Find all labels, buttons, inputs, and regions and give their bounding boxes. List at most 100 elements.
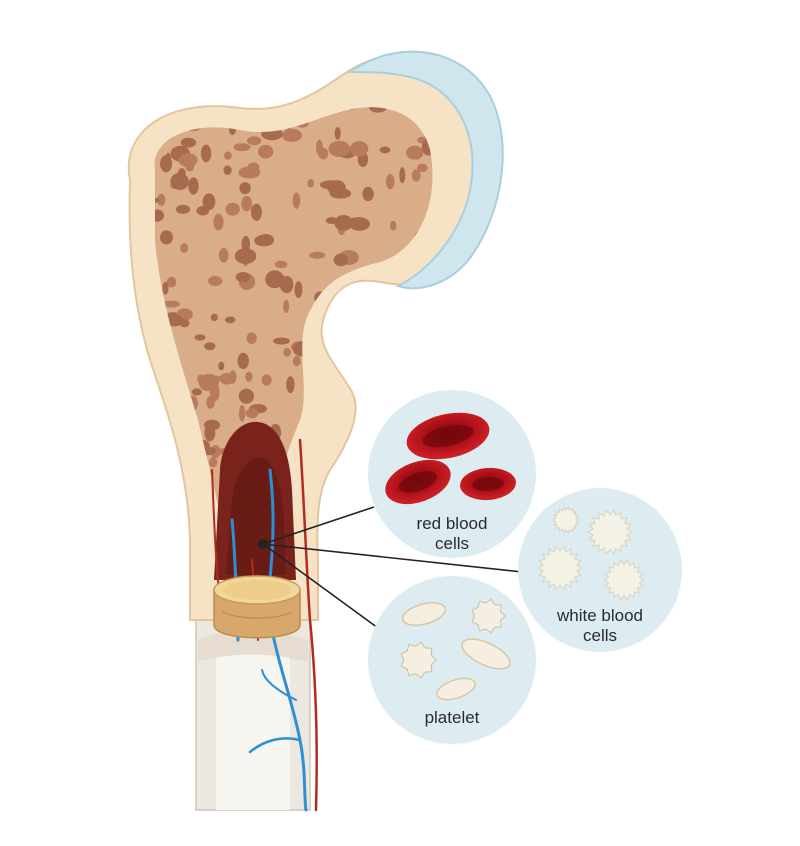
bone-pore	[157, 193, 166, 206]
platelet-cell	[436, 677, 476, 701]
bone-pore	[403, 338, 426, 353]
cell-shape	[603, 559, 645, 601]
bone-cross-section	[213, 575, 301, 639]
bone-pore	[362, 186, 374, 202]
bone-pore	[399, 167, 406, 184]
bone-pore	[367, 285, 385, 301]
bone-pore	[161, 300, 181, 308]
bone-pore	[389, 308, 409, 322]
red-blood-cell-icons	[385, 412, 516, 505]
bone-pore	[250, 203, 262, 221]
platelet-label-text: platelet	[424, 708, 480, 727]
bone-pore	[224, 316, 236, 324]
bone-pore	[209, 457, 218, 468]
bone-pore	[344, 527, 361, 538]
bone-pore	[154, 209, 165, 222]
bone-pore	[210, 313, 218, 322]
red-blood-cells-label-line1: red blood	[416, 514, 488, 533]
bone-pore	[348, 360, 356, 370]
bone-pore	[180, 137, 197, 148]
bone-pore	[372, 540, 381, 552]
bone-pore	[180, 243, 189, 254]
bone-pore	[209, 383, 220, 402]
bone-pore	[428, 375, 433, 385]
bone-pore	[175, 204, 191, 214]
bone-pore	[238, 405, 246, 422]
bone-pore	[338, 340, 348, 350]
bone-pore	[178, 153, 198, 168]
bone-pore	[309, 251, 326, 259]
bone-pore	[328, 140, 351, 158]
bone-pore	[371, 411, 383, 426]
white-blood-cells-label: white blood cells	[538, 606, 662, 646]
bone-pore	[181, 97, 197, 104]
bone-pore	[238, 166, 261, 179]
white-blood-cell-icons	[537, 506, 645, 601]
bone-pore	[202, 193, 216, 210]
bone-pore	[246, 136, 262, 146]
bone-pore	[281, 128, 302, 142]
bone-pore	[384, 316, 394, 334]
bone-pore	[246, 332, 257, 345]
bone-pore	[349, 141, 369, 157]
cell-shape	[587, 509, 633, 555]
bone-pore	[358, 430, 368, 439]
bone-pore	[180, 529, 188, 546]
bone-pore	[200, 144, 212, 163]
bone-pore	[154, 427, 165, 441]
bone-pore	[218, 107, 232, 108]
bone-pore	[362, 310, 377, 318]
bone-pore	[334, 127, 341, 140]
bone-pore	[233, 143, 251, 152]
bone-pore	[355, 330, 371, 344]
red-blood-cells-bubble	[368, 390, 536, 558]
red-blood-cell	[385, 459, 451, 505]
bone-pore	[194, 334, 206, 341]
bone-pore	[379, 344, 390, 361]
bone-pore	[188, 177, 199, 195]
pointer-lines	[258, 506, 523, 629]
bone-pore	[213, 213, 224, 231]
white-blood-cells-label-line2: cells	[582, 626, 617, 645]
bone-pore	[203, 419, 221, 431]
bone-pore	[273, 337, 290, 345]
bone-pore	[411, 169, 421, 182]
cell-shape	[400, 641, 437, 679]
spiky-platelet-icons	[400, 598, 506, 679]
cartilage-cap	[346, 50, 504, 290]
bone-pore	[204, 342, 216, 351]
bone-pore	[265, 270, 285, 289]
bone-pore	[307, 179, 315, 188]
bone-pore	[245, 371, 253, 382]
bone-pore	[286, 376, 295, 394]
bone-pore	[329, 188, 352, 199]
cell-shape	[552, 506, 580, 534]
bone-pore	[166, 276, 177, 288]
bone-pore	[390, 220, 397, 231]
bone-pore	[329, 515, 337, 530]
bone-pore	[413, 322, 429, 339]
bone-pore	[406, 145, 424, 160]
bone-pore	[241, 195, 253, 212]
bone-pore	[368, 107, 388, 113]
bone-pore	[345, 443, 356, 462]
bone-pore	[294, 281, 303, 299]
bone-pore	[400, 289, 408, 298]
bone-pore	[292, 192, 301, 209]
red-blood-cell	[406, 412, 490, 460]
platelet-cell	[401, 602, 447, 626]
bone-pore	[197, 374, 206, 384]
bone-pore	[334, 215, 354, 231]
white-blood-cells-label-line1: white blood	[556, 606, 643, 625]
red-blood-cell	[460, 467, 516, 501]
cell-shape	[471, 598, 506, 634]
bone-pore	[363, 389, 372, 399]
bone-pore	[165, 152, 172, 168]
bone-pore	[385, 298, 399, 308]
bone-pore	[416, 163, 428, 173]
bone-pore	[177, 168, 186, 180]
bone-pore	[315, 139, 323, 156]
bone-pore	[274, 260, 288, 269]
platelet-cell	[461, 638, 511, 670]
bone-pore	[379, 146, 391, 154]
